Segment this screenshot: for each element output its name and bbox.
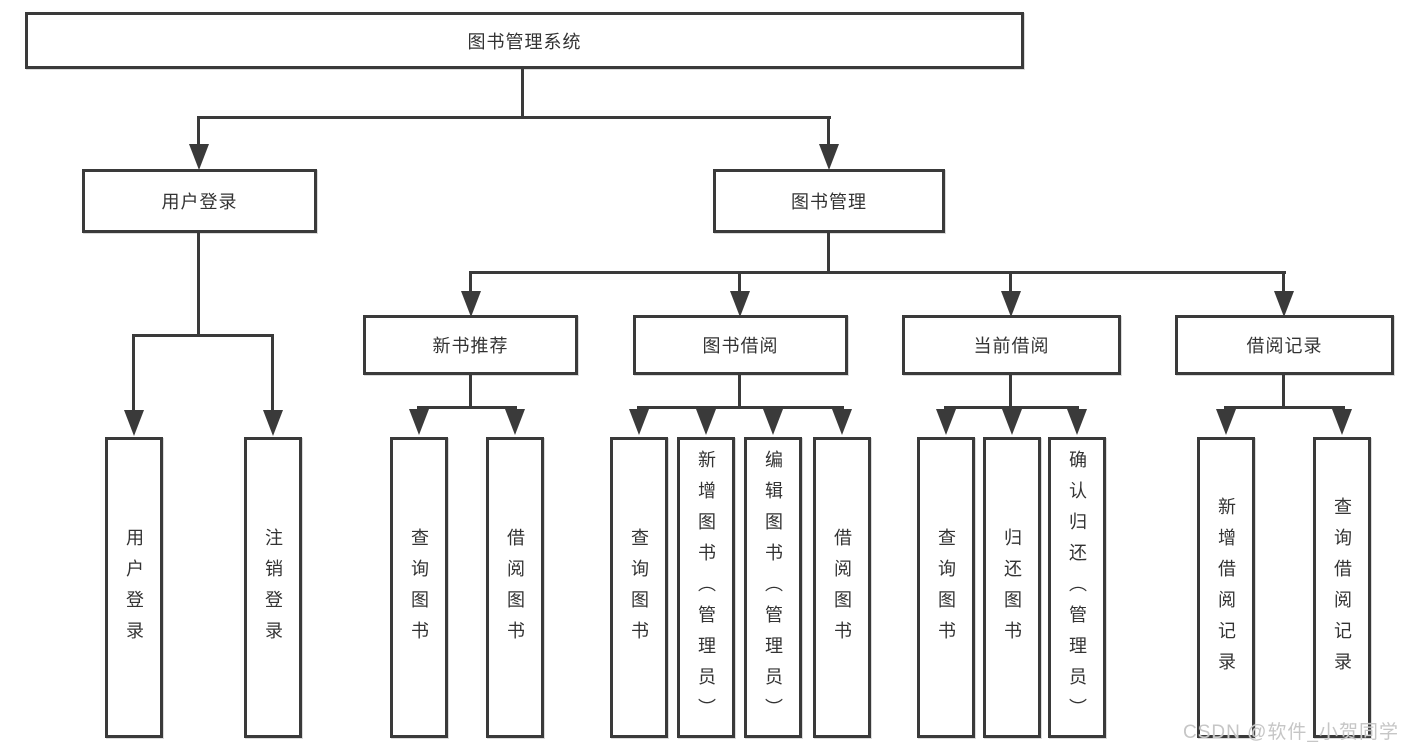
leaf-query-books: 查询图书 bbox=[390, 437, 448, 738]
arrow-down-icon bbox=[832, 409, 852, 435]
connector-book-borrow-drop bbox=[738, 271, 741, 297]
connector-borrow-records-rail bbox=[1224, 406, 1345, 409]
connector-borrow-records-stem bbox=[1282, 375, 1285, 408]
connector-current-borrow-drop bbox=[1009, 271, 1012, 297]
leaf-edit-books-admin: 编辑图书（管理员） bbox=[744, 437, 802, 738]
arrow-down-icon bbox=[189, 144, 209, 170]
leaf-borrow-books: 借阅图书 bbox=[813, 437, 871, 738]
connector-current-borrow-stem bbox=[1009, 375, 1012, 408]
arrow-down-icon bbox=[629, 409, 649, 435]
connector-book-mgmt-drop bbox=[827, 116, 830, 150]
arrow-down-icon bbox=[936, 409, 956, 435]
node-book-borrow: 图书借阅 bbox=[633, 315, 848, 375]
node-current-borrow: 当前借阅 bbox=[902, 315, 1121, 375]
leaf-add-books-admin: 新增图书（管理员） bbox=[677, 437, 735, 738]
connector-user-login-drop bbox=[197, 116, 200, 150]
arrow-down-icon bbox=[124, 410, 144, 436]
connector-borrow-records-drop bbox=[1282, 271, 1285, 297]
node-new-book-recommend: 新书推荐 bbox=[363, 315, 578, 375]
connector-book-borrow-rail bbox=[637, 406, 844, 409]
watermark: CSDN @软件_小贺同学 bbox=[1183, 722, 1399, 743]
arrow-down-icon bbox=[461, 291, 481, 317]
arrow-down-icon bbox=[730, 291, 750, 317]
leaf-query-borrow-record: 查询借阅记录 bbox=[1313, 437, 1371, 738]
connector-book-borrow-stem bbox=[738, 375, 741, 408]
leaf-confirm-return-admin: 确认归还（管理员） bbox=[1048, 437, 1106, 738]
arrow-down-icon bbox=[1002, 409, 1022, 435]
node-root: 图书管理系统 bbox=[25, 12, 1024, 69]
node-user-login: 用户登录 bbox=[82, 169, 317, 233]
connector-leaf-drop bbox=[271, 334, 274, 412]
arrow-down-icon bbox=[819, 144, 839, 170]
arrow-down-icon bbox=[1001, 291, 1021, 317]
leaf-logout: 注销登录 bbox=[244, 437, 302, 738]
connector-root-stem bbox=[521, 69, 524, 118]
connector-level3-rail bbox=[469, 271, 1286, 274]
arrow-down-icon bbox=[409, 409, 429, 435]
arrow-down-icon bbox=[263, 410, 283, 436]
connector-leaf-drop bbox=[132, 334, 135, 412]
connector-user-login-rail bbox=[132, 334, 274, 337]
arrow-down-icon bbox=[1274, 291, 1294, 317]
leaf-add-borrow-record: 新增借阅记录 bbox=[1197, 437, 1255, 738]
leaf-user-login: 用户登录 bbox=[105, 437, 163, 738]
arrow-down-icon bbox=[696, 409, 716, 435]
arrow-down-icon bbox=[1332, 409, 1352, 435]
connector-new-books-rail bbox=[417, 406, 517, 409]
connector-new-books-drop bbox=[469, 271, 472, 297]
arrow-down-icon bbox=[763, 409, 783, 435]
connector-new-books-stem bbox=[469, 375, 472, 408]
arrow-down-icon bbox=[505, 409, 525, 435]
arrow-down-icon bbox=[1067, 409, 1087, 435]
arrow-down-icon bbox=[1216, 409, 1236, 435]
leaf-return-books: 归还图书 bbox=[983, 437, 1041, 738]
connector-current-borrow-rail bbox=[944, 406, 1079, 409]
leaf-query-books: 查询图书 bbox=[917, 437, 975, 738]
node-book-management: 图书管理 bbox=[713, 169, 945, 233]
node-borrow-records: 借阅记录 bbox=[1175, 315, 1394, 375]
leaf-query-books: 查询图书 bbox=[610, 437, 668, 738]
connector-level2-rail bbox=[197, 116, 831, 119]
connector-user-login-stem bbox=[197, 233, 200, 336]
connector-book-mgmt-stem bbox=[827, 233, 830, 273]
leaf-borrow-books: 借阅图书 bbox=[486, 437, 544, 738]
